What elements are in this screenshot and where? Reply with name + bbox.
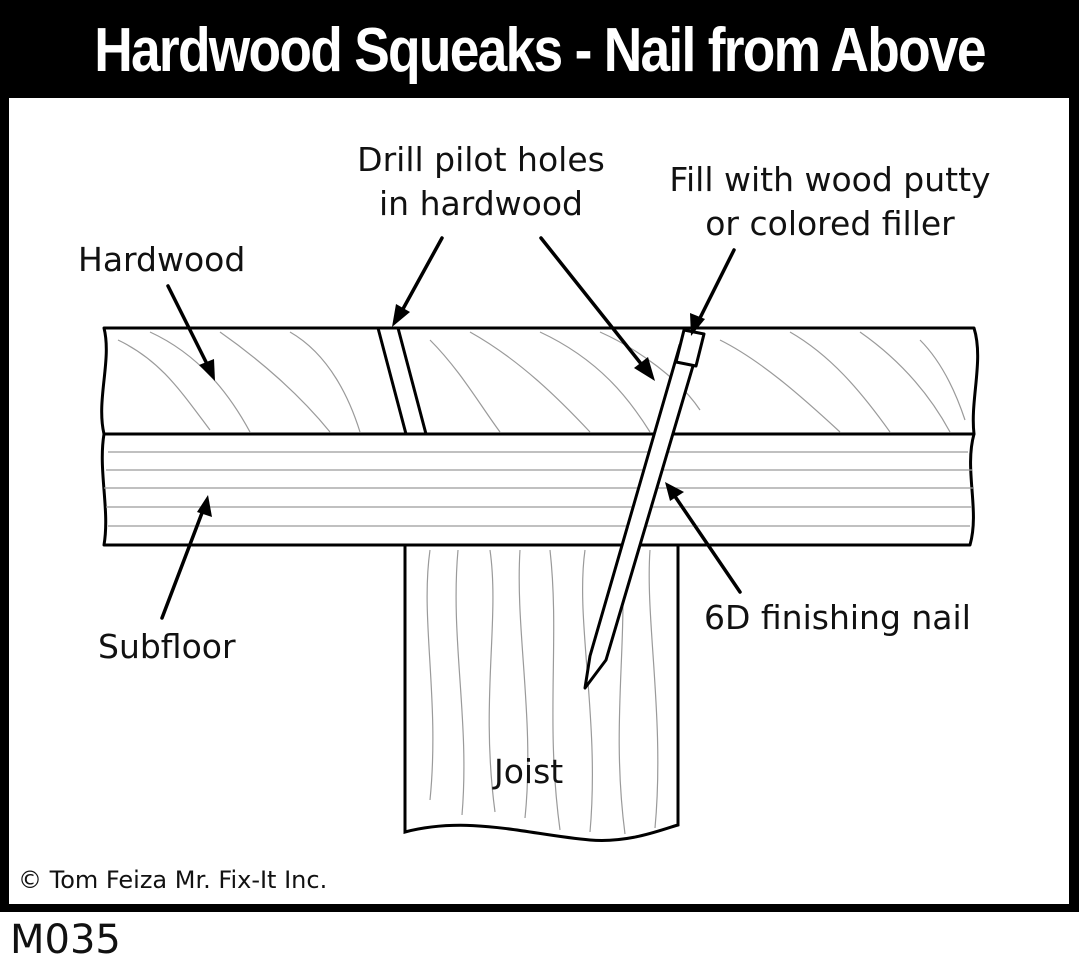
hardwood-label: Hardwood bbox=[78, 240, 246, 279]
nail-label: 6D finishing nail bbox=[704, 598, 971, 637]
subfloor-plies bbox=[104, 451, 974, 527]
fill-label-line2: or colored filler bbox=[705, 204, 955, 243]
diagram-panel bbox=[9, 98, 1069, 904]
pilot-hole bbox=[376, 327, 428, 435]
copyright-text: © Tom Feiza Mr. Fix-It Inc. bbox=[18, 866, 328, 894]
subfloor-board bbox=[100, 432, 976, 547]
leader-lines bbox=[160, 236, 742, 620]
joist-grain bbox=[426, 549, 659, 835]
drill-label: Drill pilot holes in hardwood bbox=[350, 138, 612, 226]
drill-label-line1: Drill pilot holes bbox=[357, 140, 605, 179]
subfloor-label: Subfloor bbox=[98, 627, 236, 666]
figure-code: M035 bbox=[10, 917, 121, 963]
hardwood-board bbox=[100, 326, 980, 436]
joist-label: Joist bbox=[494, 752, 564, 791]
diagram-frame: Hardwood Squeaks - Nail from Above bbox=[0, 0, 1079, 912]
diagram-title: Hardwood Squeaks - Nail from Above bbox=[94, 16, 986, 85]
drill-label-line2: in hardwood bbox=[379, 184, 583, 223]
arrowheads bbox=[197, 304, 705, 517]
fill-label: Fill with wood putty or colored filler bbox=[660, 158, 1000, 246]
finishing-nail bbox=[583, 328, 706, 690]
hardwood-grain bbox=[117, 331, 966, 433]
joist-board bbox=[403, 545, 680, 842]
fill-label-line1: Fill with wood putty bbox=[669, 160, 991, 199]
